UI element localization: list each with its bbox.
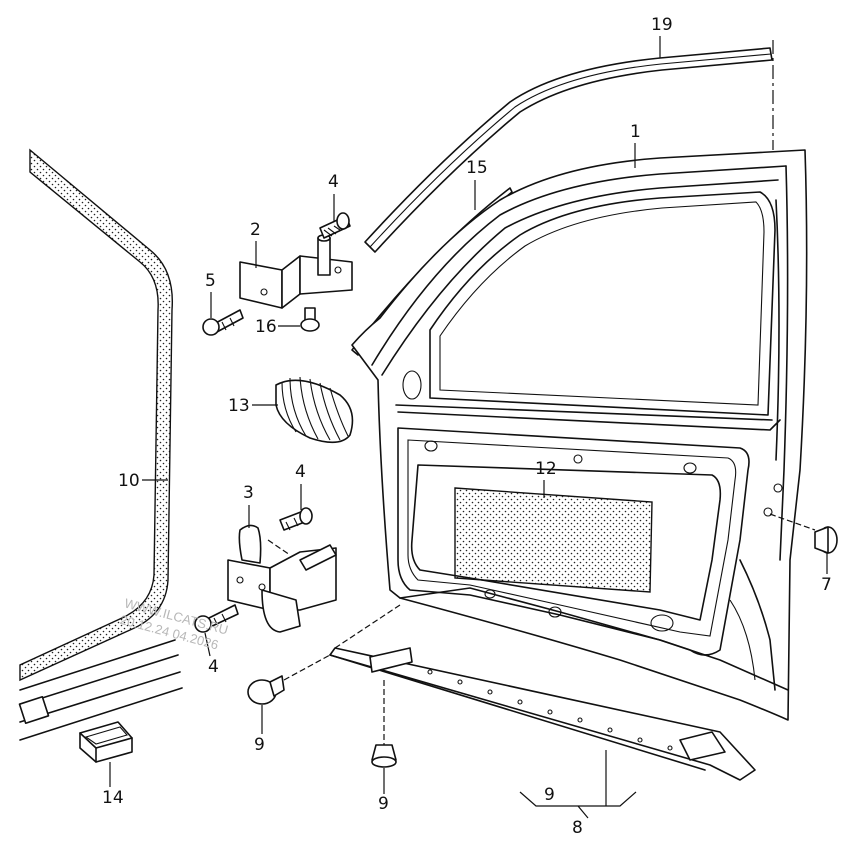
svg-text:7: 7 [821,575,832,595]
callout-10: 10 [118,471,168,491]
callout-9-center: 9 [378,768,389,814]
body-sill [18,639,183,741]
svg-text:9: 9 [544,785,555,805]
callout-8-bracket: 9 8 [519,750,637,838]
sill-reinforcement-rail [329,604,756,781]
svg-text:13: 13 [228,396,250,416]
upper-hinge-bolt [319,212,351,239]
door-frame-seal [19,148,174,682]
window-channel-strip [364,47,773,253]
callout-3: 3 [243,483,254,528]
lower-hinge-bolt [279,507,313,531]
body-clip-center [371,680,397,768]
svg-text:10: 10 [118,471,140,491]
svg-text:8: 8 [572,818,583,838]
callout-1: 1 [630,122,641,168]
svg-text:1: 1 [630,122,641,142]
callout-16: 16 [255,317,300,337]
callout-5: 5 [205,271,216,318]
svg-text:12: 12 [535,459,557,479]
callout-4-upper: 4 [328,172,339,222]
door-shell [351,149,808,721]
callout-2: 2 [250,220,261,268]
door-cap-plug [769,513,838,554]
svg-text:4: 4 [295,462,306,482]
callout-14: 14 [102,762,124,808]
callout-19: 19 [651,15,673,58]
svg-text:16: 16 [255,317,277,337]
callout-4-lower: 4 [204,632,219,677]
svg-text:4: 4 [208,657,219,677]
sill-plug [79,721,133,763]
svg-text:14: 14 [102,788,124,808]
svg-text:15: 15 [466,158,488,178]
wiring-boot [275,376,354,444]
callout-15: 15 [466,158,488,210]
svg-text:3: 3 [243,483,254,503]
callout-12: 12 [535,459,557,498]
sound-insulation-pad [454,487,653,593]
hinge-screw-upper [202,309,244,336]
svg-text:2: 2 [250,220,261,240]
hinge-screw-lower [194,604,239,633]
callout-7: 7 [821,553,832,595]
svg-text:19: 19 [651,15,673,35]
svg-text:4: 4 [328,172,339,192]
svg-text:5: 5 [205,271,216,291]
watermark: WWW.ILCATS.RU 20.12.24 04.2026 [118,595,229,652]
callout-9-left: 9 [254,705,265,755]
callout-4-middle: 4 [295,462,306,510]
lower-hinge [227,524,337,633]
upper-hinge [239,234,353,309]
body-clip-left [247,654,331,705]
svg-text:9: 9 [254,735,265,755]
hinge-pin-bolt [300,307,320,332]
svg-text:9: 9 [378,794,389,814]
callout-13: 13 [228,396,278,416]
